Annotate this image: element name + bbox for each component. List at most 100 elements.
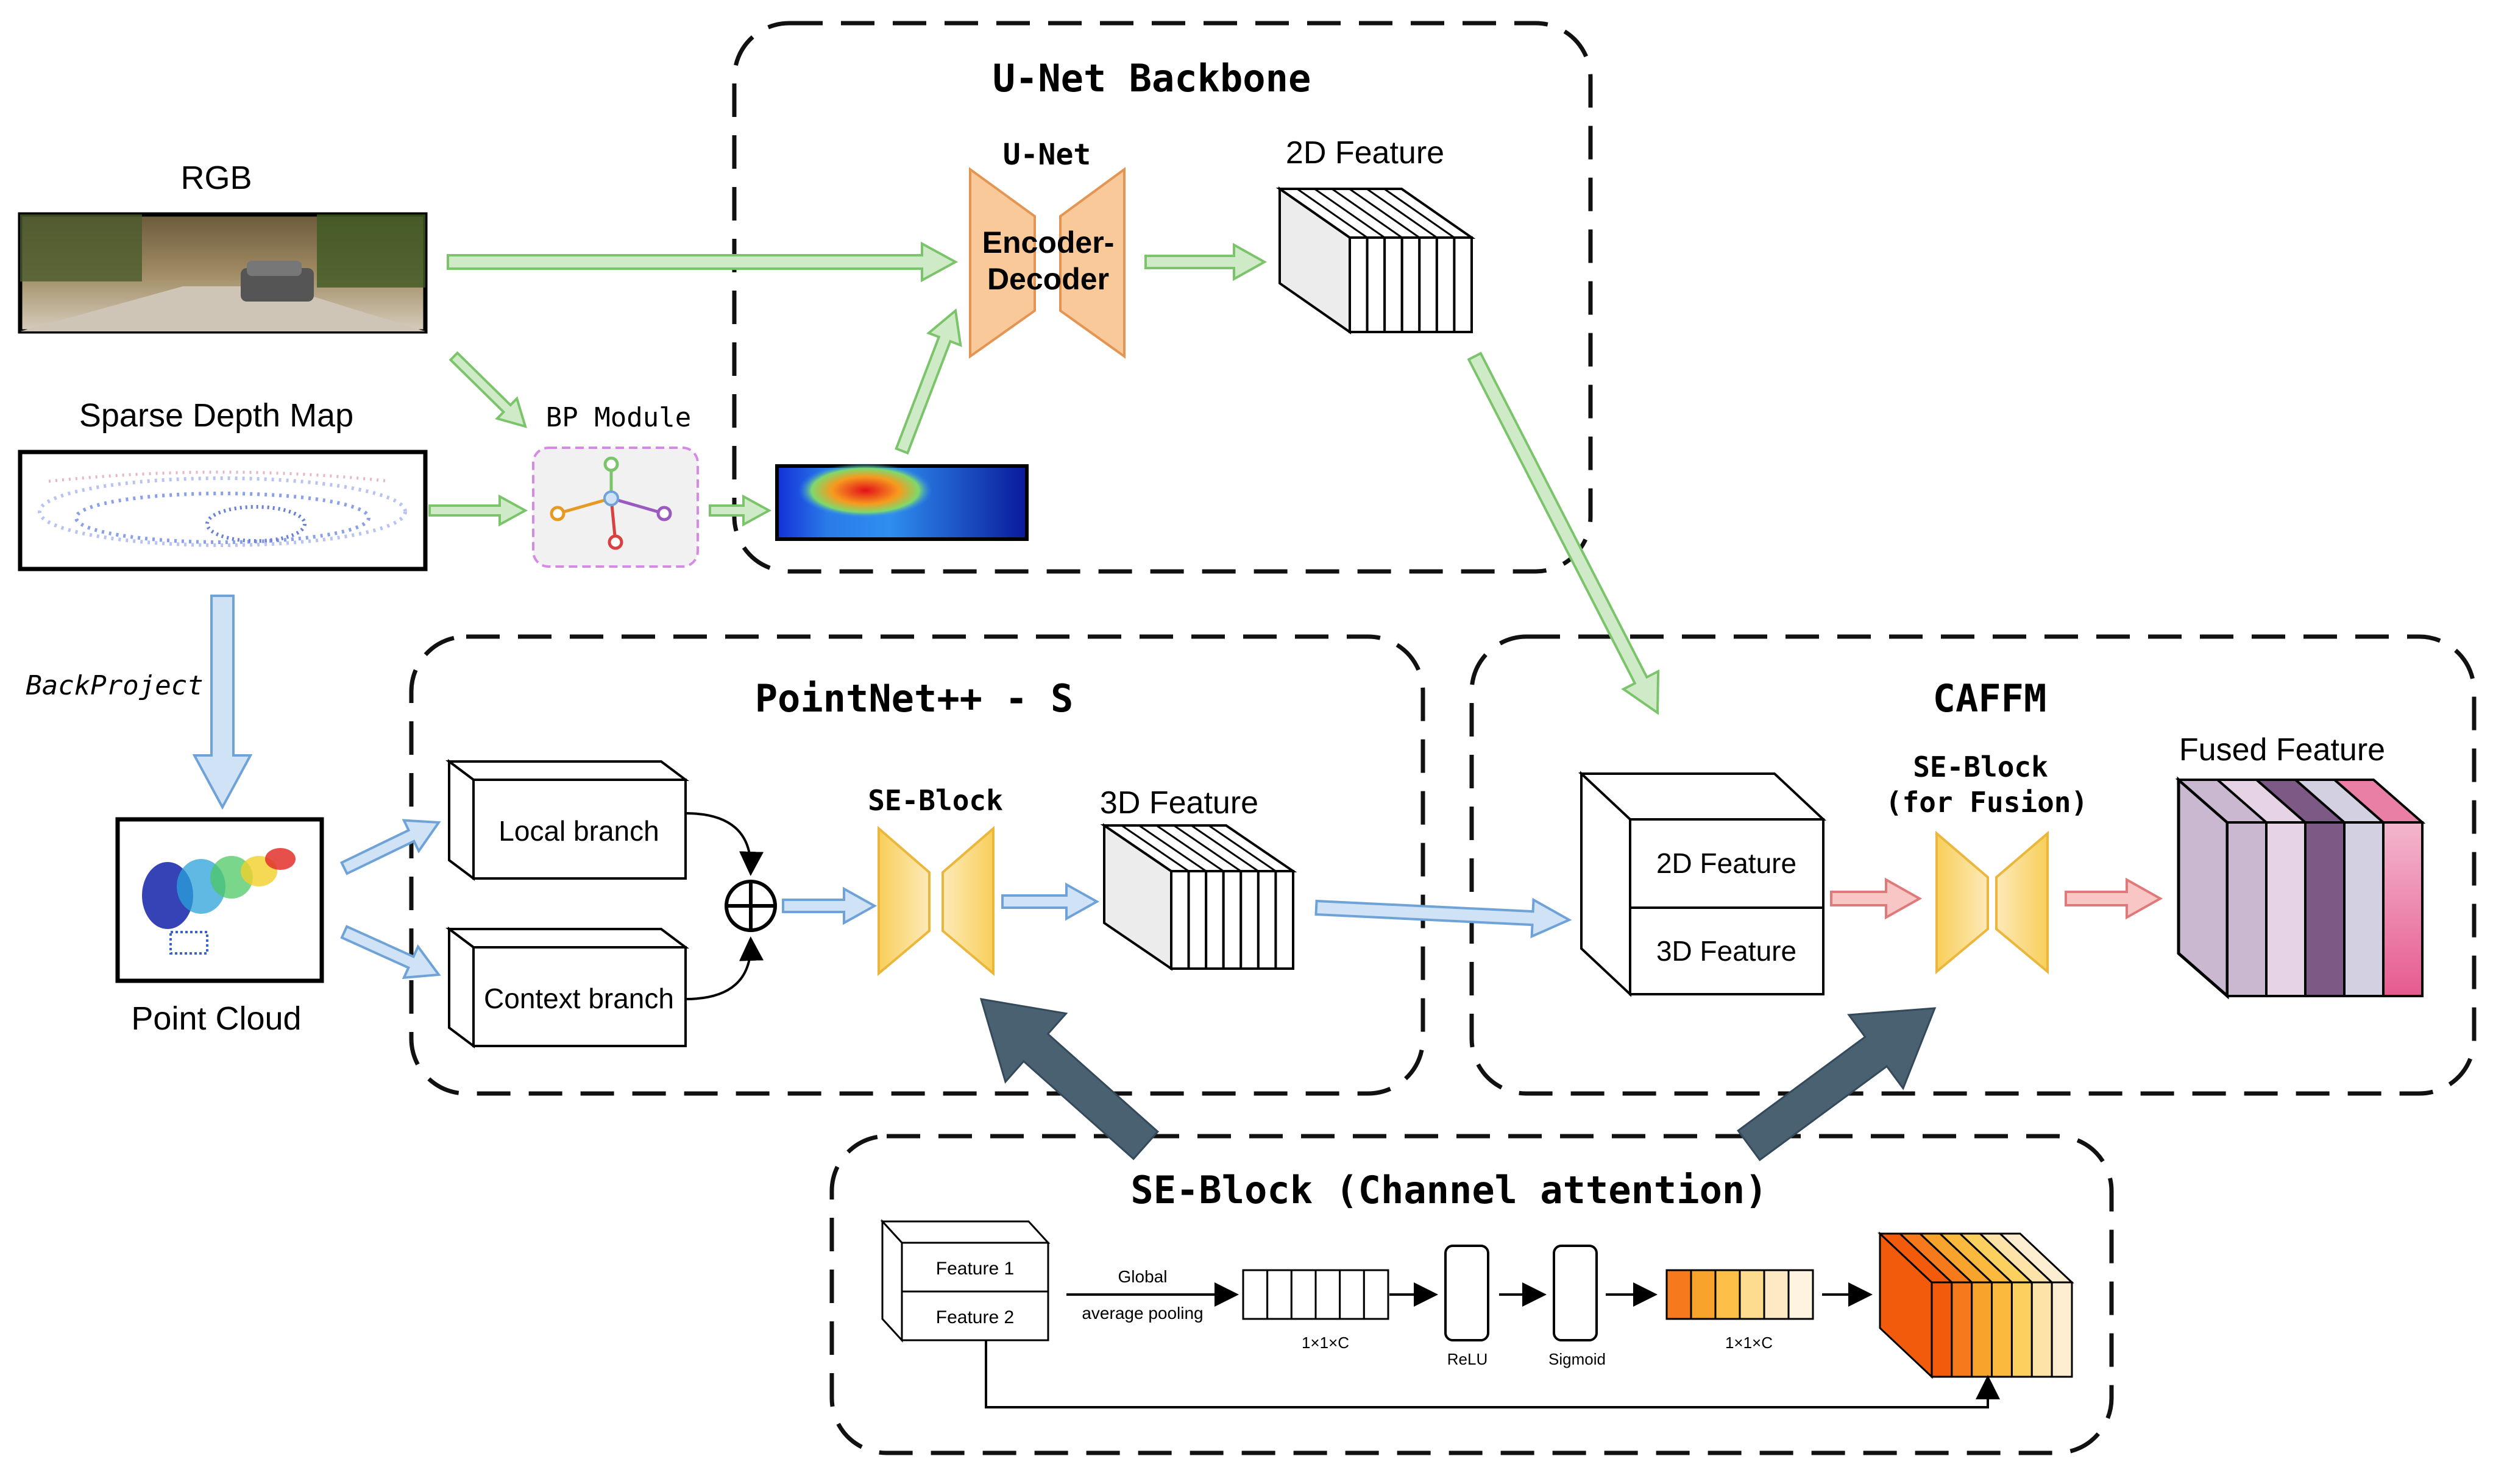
sum-icon [725,880,777,932]
gap-label-line2: average pooling [1082,1304,1203,1323]
cube2d-slice-7 [1453,236,1473,333]
pointnet-se-block [878,825,995,977]
weight-cell-3 [1714,1269,1741,1320]
caffm-2d-feature-label: 2D Feature [1656,847,1796,879]
cube3d-slice-4 [1222,870,1243,970]
cube2d-edge-2 [1296,188,1368,239]
feature2d-to-caffm-arrow [1467,352,1660,715]
cube2d-slice-1 [1349,236,1369,333]
se-detail-to-pointnet-arrow [979,998,1160,1161]
point-cloud-label: Point Cloud [131,1000,301,1037]
channel-cell-3 [1290,1269,1317,1320]
sigmoid-label: Sigmoid [1548,1350,1606,1368]
relu-box [1444,1245,1489,1341]
fused-slice-2 [2265,821,2307,997]
dense-to-unet-arrow [895,308,962,455]
out-slice-2 [1951,1281,1973,1378]
context-branch-label: Context branch [484,983,674,1014]
gap-label-line1: Global [1118,1267,1168,1286]
out-slice-3 [1971,1281,1993,1378]
cube3d-slice-3 [1205,870,1225,970]
cube2d-slice-5 [1418,236,1438,333]
cloud-to-local-arrow [339,819,441,875]
pointnet-se-label: SE-Block [868,784,1003,817]
unet-group-box [732,21,1593,574]
caffm-3d-feature-label: 3D Feature [1656,935,1796,967]
out-slice-7 [2051,1281,2073,1378]
caffm-group-box [1469,634,2477,1096]
fused-slice-5 [2382,821,2424,997]
cube3d-slice-5 [1239,870,1260,970]
sigmoid-box [1553,1245,1598,1341]
channel-cell-1 [1242,1269,1269,1320]
backproject-arrow [192,595,253,810]
cube3d-slice-6 [1257,870,1277,970]
channel-vector [1242,1269,1389,1320]
cube3d-edge-2 [1121,824,1190,872]
feature-3d-cube [1100,823,1297,971]
caffm-se-block [1935,830,2049,975]
cube3d-slice-1 [1170,870,1190,970]
cube2d-edge-1 [1279,188,1350,239]
cube3d-edge-5 [1173,824,1242,872]
backproject-label: BackProject [26,670,203,701]
out-slice-5 [2010,1281,2033,1378]
context-to-sum-connector [685,936,764,1000]
dense-depth-image [775,463,1029,541]
caffm-se-label-line1: SE-Block [1913,751,2048,783]
caffm-se-label-line2: (for Fusion) [1885,786,2088,819]
se-detail-to-caffm-arrow [1737,1007,1937,1162]
dim2-label: 1×1×C [1725,1334,1773,1352]
encoder-decoder-block [969,167,1126,359]
out-slice-1 [1931,1281,1953,1378]
cube3d-edge-4 [1155,824,1224,872]
context-branch-box [445,927,689,1048]
channel-cell-4 [1314,1269,1341,1320]
fused-slice-3 [2304,821,2346,997]
channel-cell-6 [1363,1269,1389,1320]
channel-cell-2 [1266,1269,1293,1320]
weight-cell-5 [1763,1269,1790,1320]
bp-module-label: BP Module [546,402,691,433]
cube2d-edge-7 [1383,188,1455,239]
cube3d-edge-3 [1138,824,1207,872]
fused-slice-1 [2226,821,2268,997]
cube2d-edge-6 [1366,188,1438,239]
cube3d-slice-2 [1187,870,1208,970]
feature1-label: Feature 1 [936,1259,1014,1279]
pointnet-group-box [409,634,1425,1096]
unet-feature-label: 2D Feature [1286,135,1444,171]
cube3d-edge-6 [1191,824,1259,872]
fused-slice-4 [2343,821,2385,997]
se-detail-input-stack [880,1219,1051,1343]
pointnet-feature-label: 3D Feature [1100,785,1258,821]
cube2d-slice-2 [1366,236,1386,333]
pointnet-title: PointNet++ - S [755,676,1074,721]
stack-to-se-arrow [1830,877,1923,920]
feature3d-to-caffm-arrow [1314,897,1572,939]
rgb-to-unet-arrow [447,241,959,283]
cube2d-edge-3 [1314,188,1385,239]
caffm-title: CAFFM [1933,676,2047,721]
cube2d-slice-4 [1400,236,1421,333]
dim1-label: 1×1×C [1302,1334,1349,1352]
channel-weights-vector [1665,1269,1814,1320]
point-cloud-image [115,817,324,983]
channel-cell-5 [1339,1269,1365,1320]
cube3d-edge-7 [1208,824,1277,872]
cloud-to-context-arrow [340,925,441,980]
decoder-label: Decoder [987,262,1109,296]
bp-module [532,447,699,568]
se-to-fused-arrow [2065,877,2163,920]
weight-cell-2 [1690,1269,1717,1320]
local-branch-label: Local branch [498,815,659,847]
sparse-depth-label: Sparse Depth Map [79,397,353,434]
unet-to-feature-arrow [1144,242,1268,281]
bp-to-dense-arrow [709,494,772,527]
cube2d-slice-6 [1435,236,1456,333]
se-detail-title: SE-Block (Channel attention) [1130,1168,1767,1212]
unet-title: U-Net Backbone [993,56,1311,101]
unet-block-title: U-Net [1003,138,1091,172]
weight-cell-4 [1739,1269,1765,1320]
